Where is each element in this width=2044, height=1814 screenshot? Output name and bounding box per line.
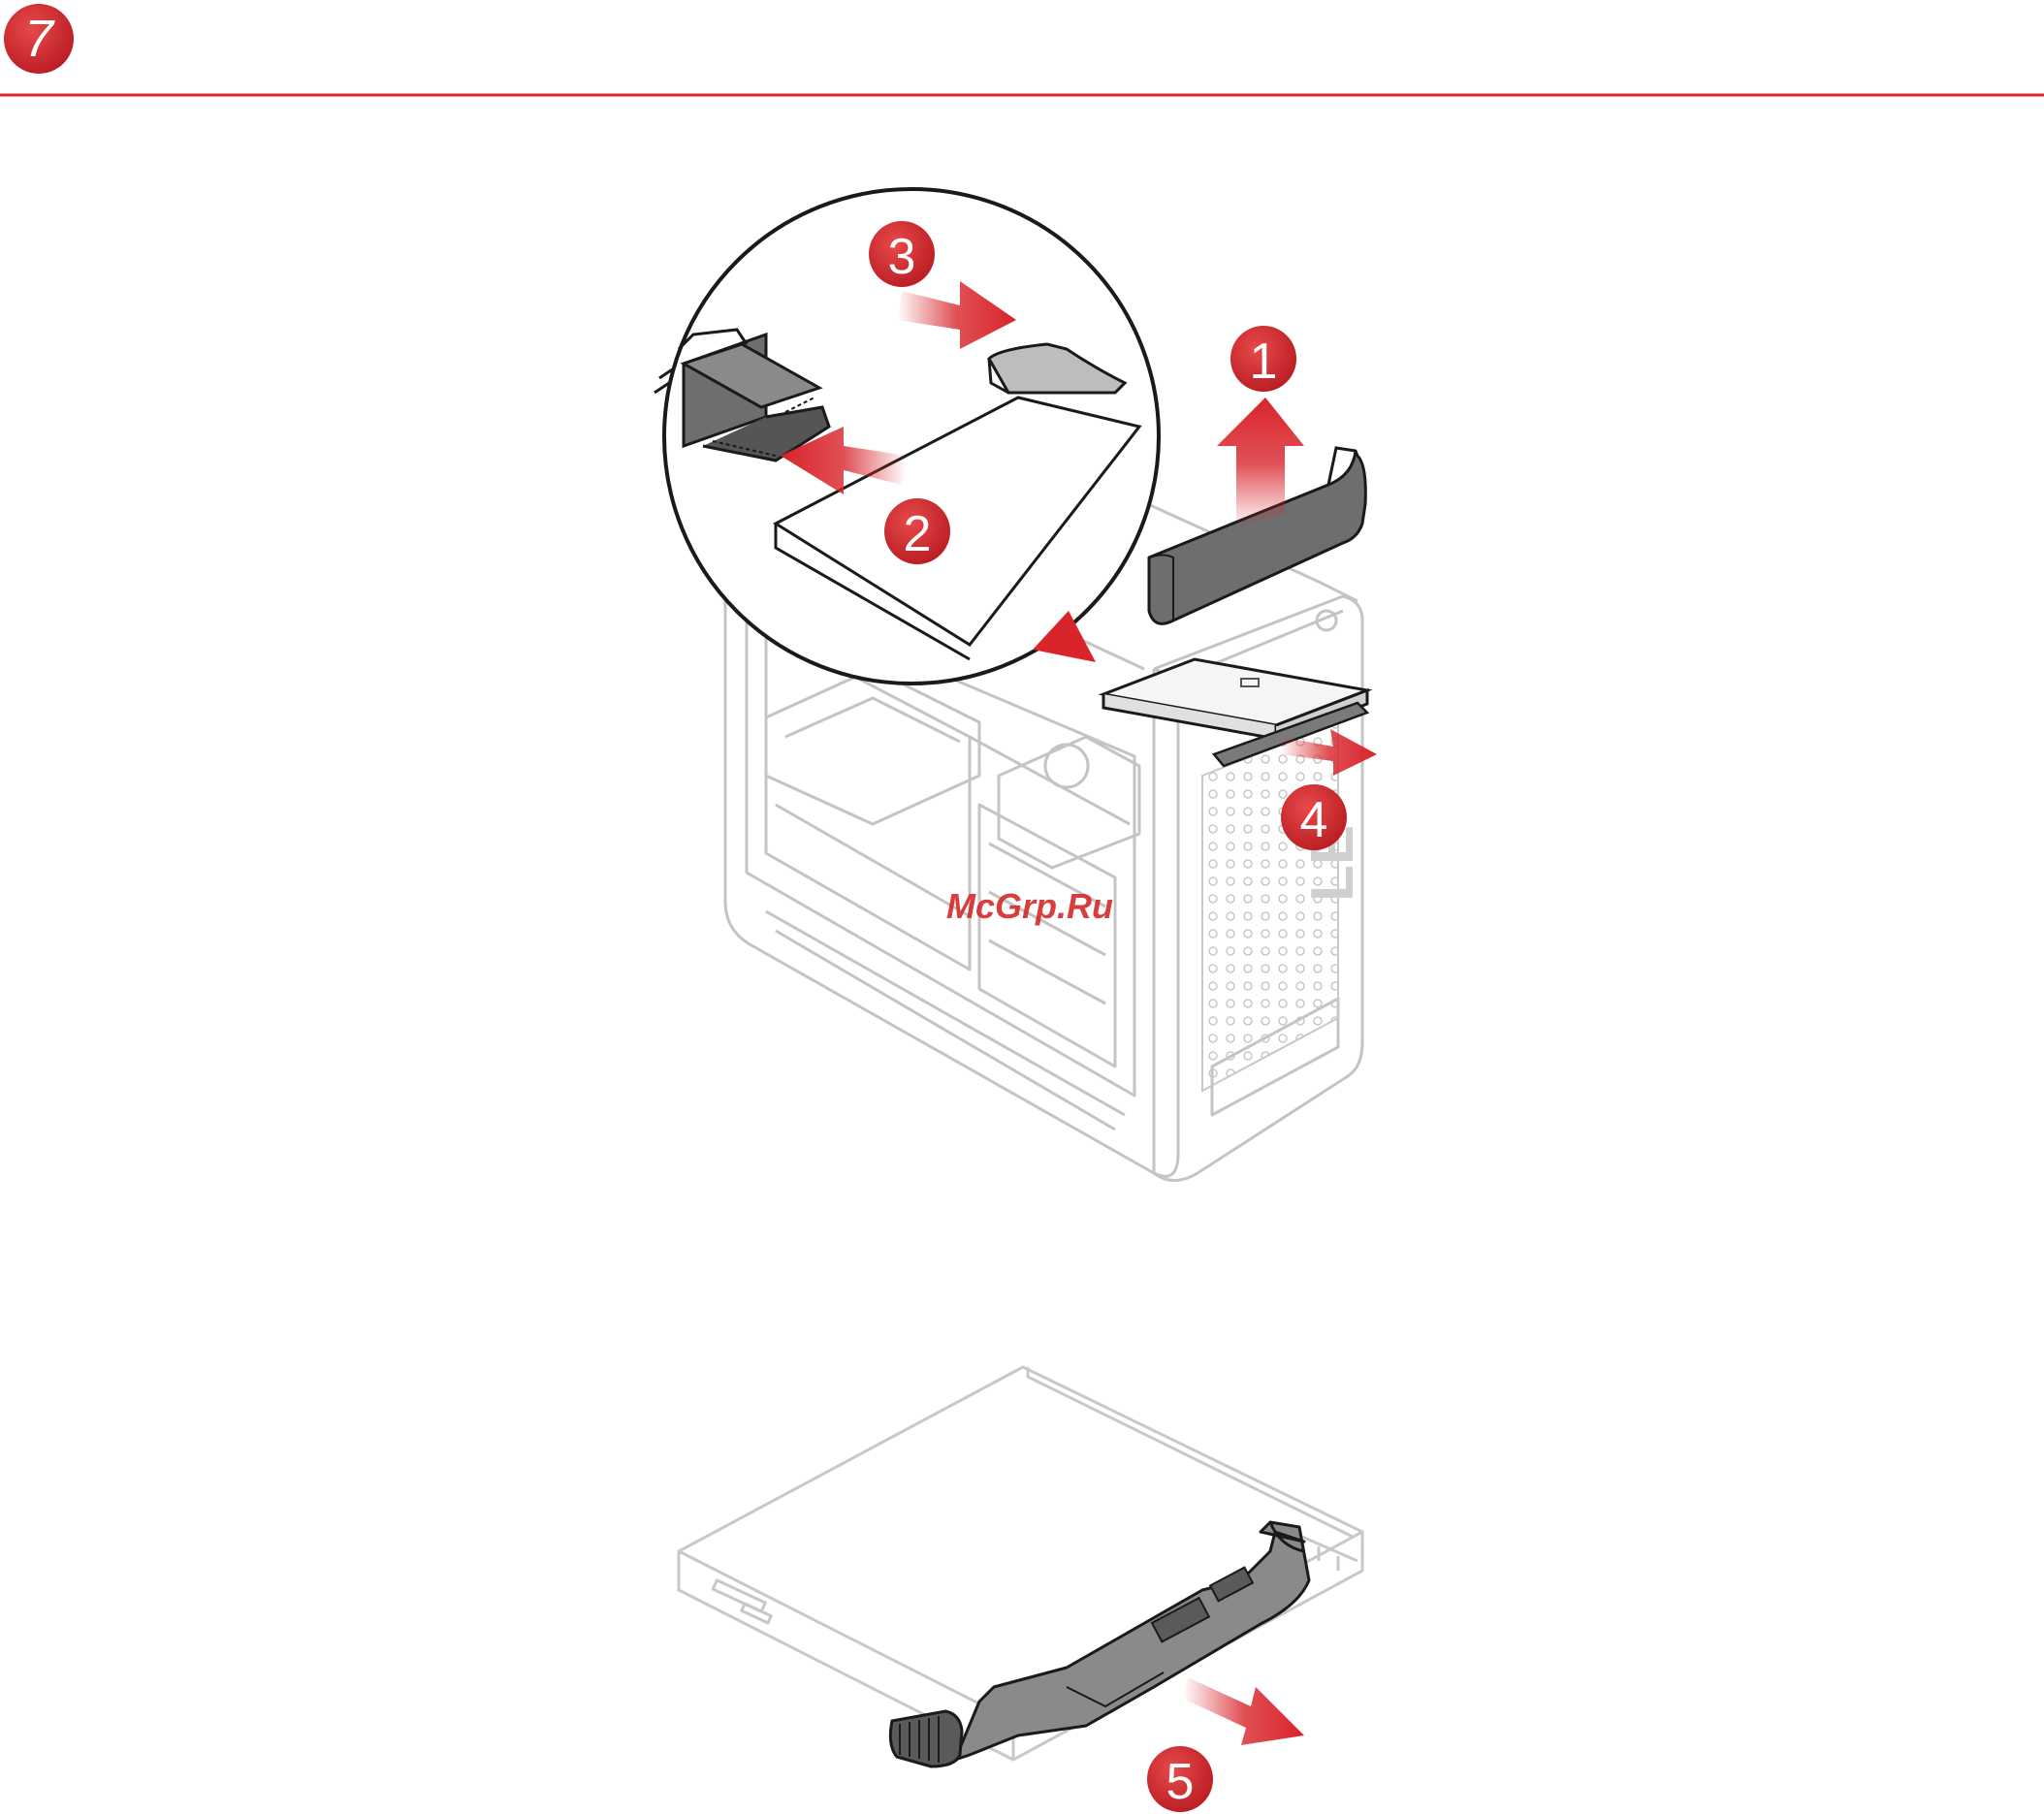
svg-text:3: 3 [888,229,916,285]
callout-4: 4 [1281,784,1347,850]
watermark-text: McGrp.Ru [946,886,1113,926]
callout-2: 2 [884,498,950,564]
callout-1: 1 [1230,326,1296,392]
step-header: 7 [0,4,2044,95]
svg-text:4: 4 [1300,792,1328,848]
svg-text:5: 5 [1166,1754,1195,1810]
callout-3: 3 [869,221,935,287]
front-mesh-grille [1202,722,1338,1091]
svg-text:1: 1 [1250,334,1278,390]
step-number: 7 [24,10,55,68]
bracket-pull-tab [890,1711,962,1766]
arrow-step-5 [1183,1677,1304,1745]
svg-text:2: 2 [904,506,932,562]
psu-block [999,737,1139,868]
drive-cage [766,669,979,824]
callout-5: 5 [1147,1746,1213,1812]
